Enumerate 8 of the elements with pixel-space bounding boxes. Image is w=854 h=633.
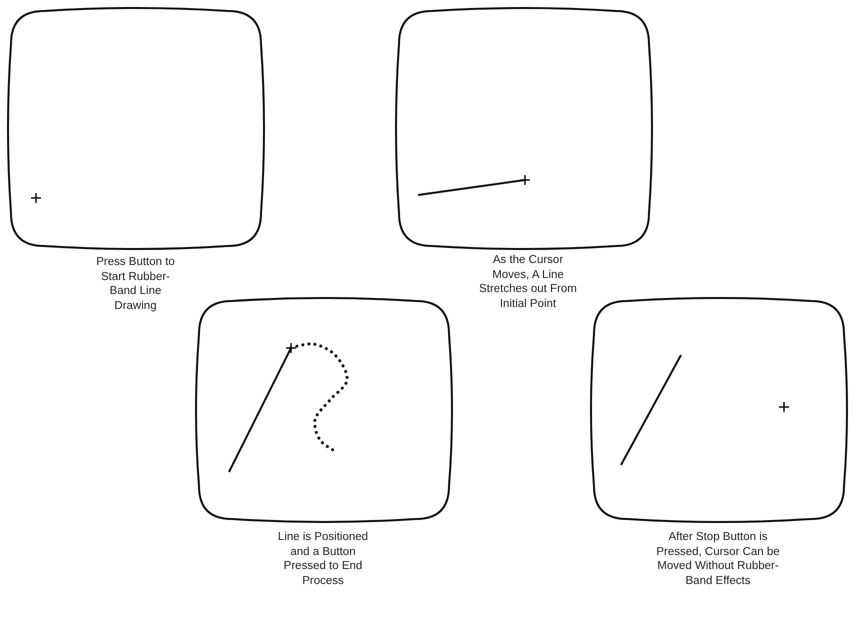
screen-outline <box>398 10 650 247</box>
screen-outline <box>198 300 450 520</box>
screen-outline <box>593 300 845 520</box>
caption-text: Press Button to Start Rubber-Band Line Drawing <box>95 255 176 313</box>
screen-outline <box>10 10 262 247</box>
caption-text: Line is Positioned and a Button Pressed to End Process <box>276 530 370 588</box>
caption-text: As the Cursor Moves, A Line Stretches out From Initial Point <box>478 253 578 311</box>
caption-text: After Stop Button is Pressed, Cursor Can be Moved Without Rubber-Band Effects <box>655 530 781 588</box>
